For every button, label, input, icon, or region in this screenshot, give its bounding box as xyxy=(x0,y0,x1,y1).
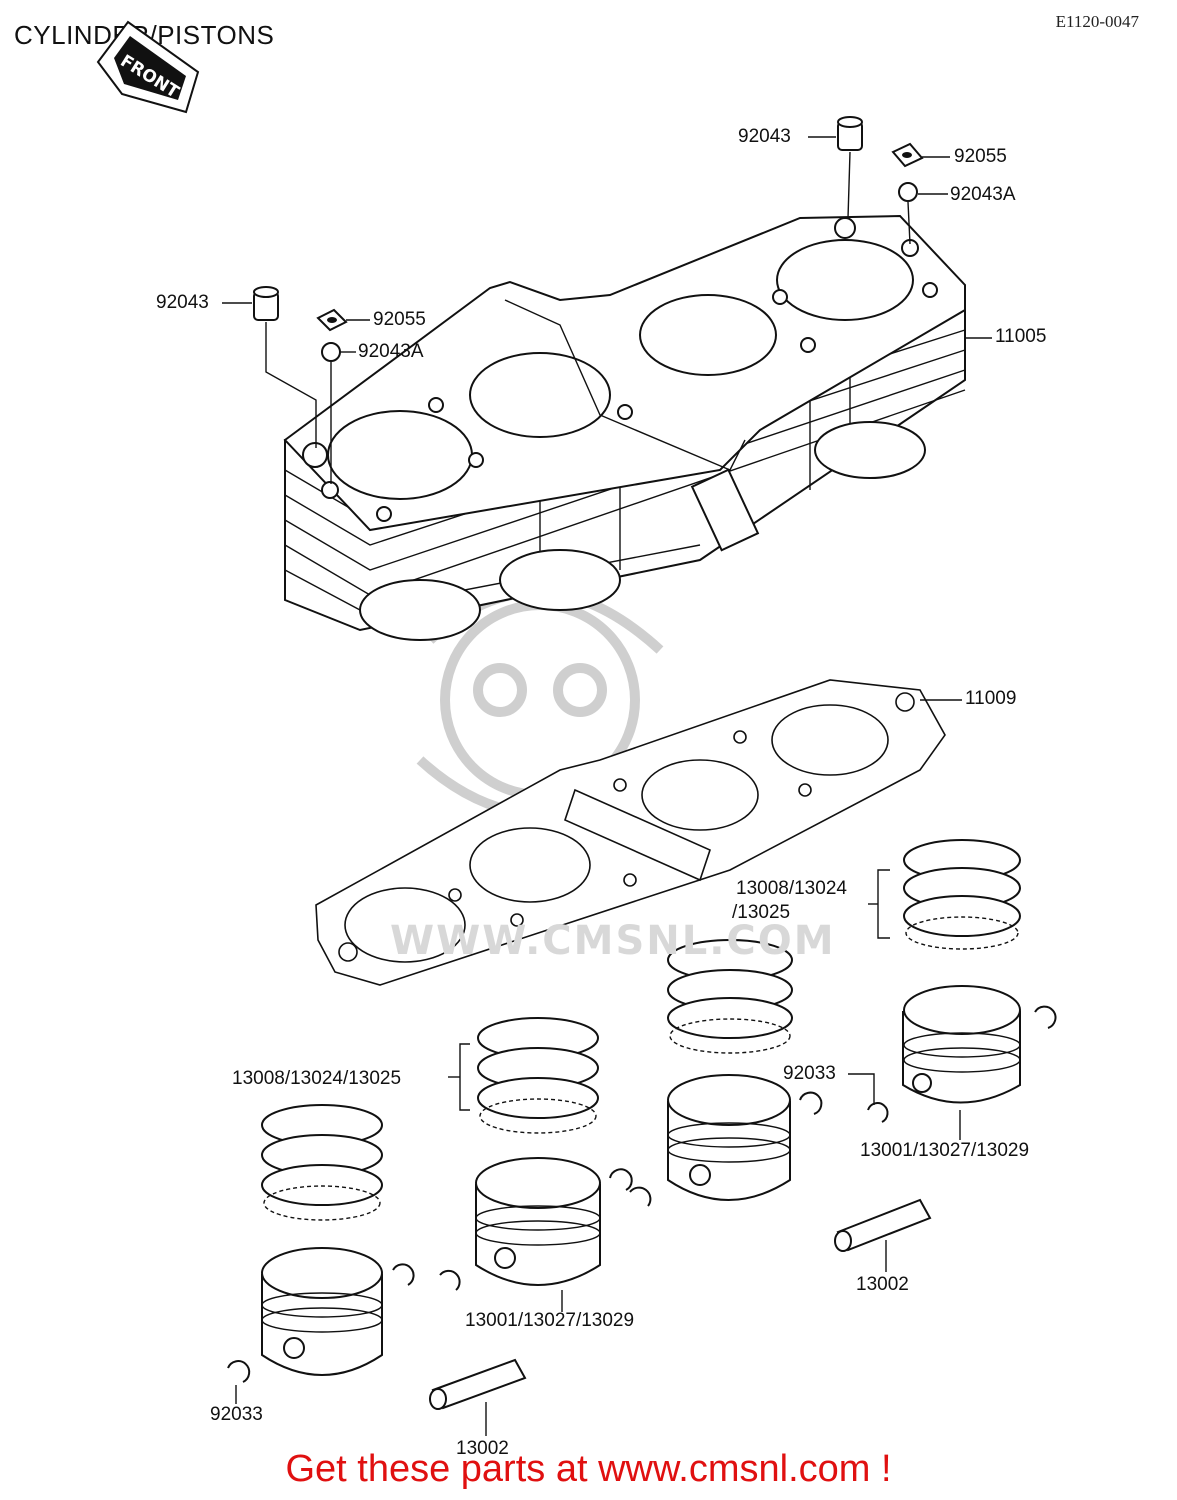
washer-top xyxy=(891,142,924,168)
washer-left xyxy=(316,308,348,332)
callout-dowel-top: 92043 xyxy=(738,126,791,147)
callout-dowel-left: 92043 xyxy=(156,292,209,313)
piston-left-center xyxy=(475,1157,601,1286)
leader-lines-upper xyxy=(222,136,992,484)
callout-circlip-bottom: 92033 xyxy=(210,1404,263,1425)
front-direction-badge: FRONT xyxy=(96,20,200,114)
leader-lines-lower xyxy=(235,869,961,1436)
o-ring-top xyxy=(898,182,918,202)
cylinder-base-gasket xyxy=(315,679,962,986)
piston-pin-bottom xyxy=(429,1358,527,1410)
piston-far-left xyxy=(261,1247,383,1376)
callout-o-ring-left: 92043A xyxy=(358,341,424,362)
piston-ring-set-middle xyxy=(667,939,793,1054)
callout-washer-top: 92055 xyxy=(954,146,1007,167)
piston-ring-set-right xyxy=(903,839,1021,950)
cylinder-block xyxy=(283,214,966,641)
callout-rings-left: 13008/13024/13025 xyxy=(232,1068,402,1089)
diagram-reference-code: E1120-0047 xyxy=(1055,12,1139,31)
callout-rings-right-cont: /13025 xyxy=(732,902,791,923)
piston-right xyxy=(902,985,1021,1104)
callout-piston-right: 13001/13027/13029 xyxy=(860,1140,1030,1161)
piston-ring-set-left-center xyxy=(477,1017,599,1134)
callout-pin-right: 13002 xyxy=(856,1274,909,1295)
piston-ring-set-far-left xyxy=(261,1104,383,1221)
callout-gasket: 11009 xyxy=(965,688,1017,709)
piston-middle xyxy=(667,1074,791,1201)
dowel-pin-left xyxy=(253,286,279,321)
callout-washer-left: 92055 xyxy=(373,309,426,330)
watermark-text: WWW.CMSNL.COM xyxy=(390,918,836,964)
callout-pin-bottom: 13002 xyxy=(456,1438,509,1459)
dowel-pin-top xyxy=(837,116,863,151)
callout-o-ring-top: 92043A xyxy=(950,184,1016,205)
piston-pin-right xyxy=(834,1198,932,1252)
callout-piston-middle: 13001/13027/13029 xyxy=(465,1310,635,1331)
callout-circlip-middle: 92033 xyxy=(783,1063,836,1084)
callout-rings-right: 13008/13024 xyxy=(736,878,847,899)
circlips xyxy=(227,1005,1057,1383)
callout-cylinder: 11005 xyxy=(995,326,1047,347)
footer-link-text[interactable]: Get these parts at www.cmsnl.com ! xyxy=(285,1448,892,1490)
o-ring-left xyxy=(321,342,341,362)
